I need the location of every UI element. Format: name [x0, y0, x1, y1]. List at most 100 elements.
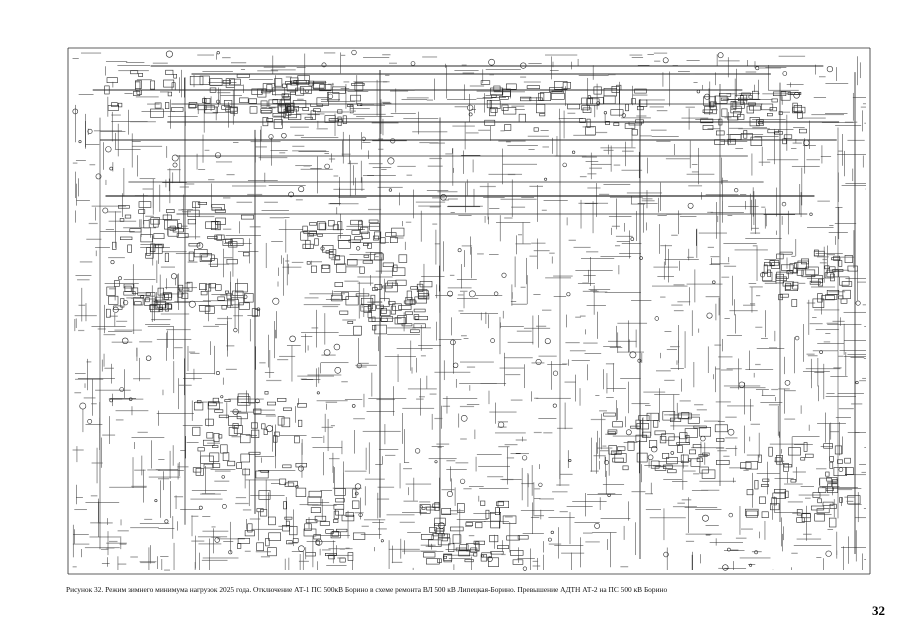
node-label-mark — [136, 79, 152, 81]
substation-node — [834, 445, 843, 455]
substation-node — [236, 74, 250, 78]
node-label-mark — [664, 379, 675, 381]
substation-node — [224, 100, 233, 107]
substation-node — [199, 283, 207, 291]
substation-node — [662, 452, 670, 459]
substation-node — [625, 104, 629, 112]
substation-node — [714, 139, 725, 145]
node-label-mark — [696, 409, 707, 411]
substation-node — [397, 315, 407, 324]
substation-node — [222, 80, 232, 84]
transformer-symbol — [243, 294, 248, 299]
node-label-mark — [620, 566, 629, 568]
node-label-mark — [126, 297, 136, 299]
node-label-mark — [750, 303, 756, 305]
substation-node — [341, 291, 349, 300]
node-label-mark — [533, 431, 542, 434]
node-label-mark — [838, 408, 854, 410]
transformer-symbol — [215, 370, 220, 375]
substation-node — [420, 534, 434, 540]
node-label-mark — [344, 280, 359, 282]
node-label-mark — [685, 540, 695, 542]
node-label-mark — [516, 330, 532, 332]
node-label-mark — [479, 185, 496, 188]
substation-node — [718, 118, 723, 126]
substation-node — [434, 517, 446, 526]
substation-node — [635, 419, 641, 429]
substation-node — [200, 290, 208, 296]
substation-node — [347, 552, 354, 561]
substation-node — [805, 266, 819, 276]
substation-node — [653, 420, 659, 428]
substation-node — [489, 534, 499, 543]
transformer-symbol — [487, 556, 493, 562]
transformer-symbol — [333, 343, 341, 351]
node-label-mark — [534, 397, 539, 399]
node-label-mark — [792, 512, 802, 514]
substation-node — [414, 316, 428, 321]
transformer-symbol — [109, 166, 113, 171]
node-label-mark — [461, 335, 467, 337]
node-label-mark — [677, 502, 685, 504]
node-label-mark — [595, 131, 608, 134]
node-label-mark — [497, 426, 507, 428]
node-label-mark — [532, 565, 541, 567]
substation-node — [281, 417, 291, 428]
substation-node — [220, 444, 228, 454]
substation-node — [776, 454, 783, 465]
node-label-mark — [285, 260, 290, 262]
substation-node — [300, 231, 309, 241]
substation-node — [129, 228, 142, 233]
node-label-mark — [650, 129, 667, 131]
substation-node — [247, 523, 253, 533]
node-label-mark — [115, 419, 124, 421]
substation-node — [690, 458, 701, 467]
substation-node — [352, 532, 366, 540]
substation-node — [363, 254, 370, 258]
substation-node — [308, 490, 322, 498]
node-label-mark — [532, 560, 539, 562]
substation-node — [631, 129, 638, 136]
substation-node — [349, 104, 354, 114]
substation-node — [350, 219, 363, 226]
substation-node — [428, 539, 442, 547]
substation-node — [231, 297, 244, 306]
substation-node — [490, 107, 498, 113]
transformer-symbol — [446, 490, 453, 497]
node-label-mark — [460, 438, 467, 440]
substation-node — [347, 104, 354, 107]
substation-node — [321, 245, 334, 253]
substation-node — [111, 102, 118, 107]
substation-node — [154, 102, 162, 109]
substation-node — [760, 103, 774, 111]
substation-node — [593, 86, 602, 95]
substation-node — [287, 114, 302, 120]
node-label-mark — [707, 211, 714, 213]
node-label-mark — [798, 282, 806, 284]
node-label-mark — [207, 442, 220, 444]
node-label-mark — [416, 398, 424, 400]
substation-node — [801, 269, 816, 278]
substation-node — [844, 457, 851, 464]
substation-node — [284, 516, 293, 520]
substation-node — [616, 84, 622, 91]
substation-node — [768, 446, 773, 457]
substation-node — [608, 445, 617, 455]
substation-node — [812, 492, 821, 498]
node-label-mark — [582, 290, 599, 292]
transformer-symbol — [119, 387, 124, 392]
transformer-symbol — [87, 128, 93, 134]
node-label-mark — [331, 259, 341, 261]
transformer-symbol — [755, 66, 760, 71]
substation-node — [314, 515, 327, 522]
node-label-mark — [549, 252, 555, 254]
substation-node — [392, 264, 398, 272]
node-label-mark — [386, 317, 402, 319]
substation-node — [733, 111, 741, 118]
substation-node — [814, 513, 825, 522]
substation-node — [779, 293, 789, 298]
node-label-mark — [565, 342, 580, 344]
transformer-symbol — [419, 505, 423, 509]
node-label-mark — [649, 106, 664, 108]
substation-node — [135, 81, 141, 91]
